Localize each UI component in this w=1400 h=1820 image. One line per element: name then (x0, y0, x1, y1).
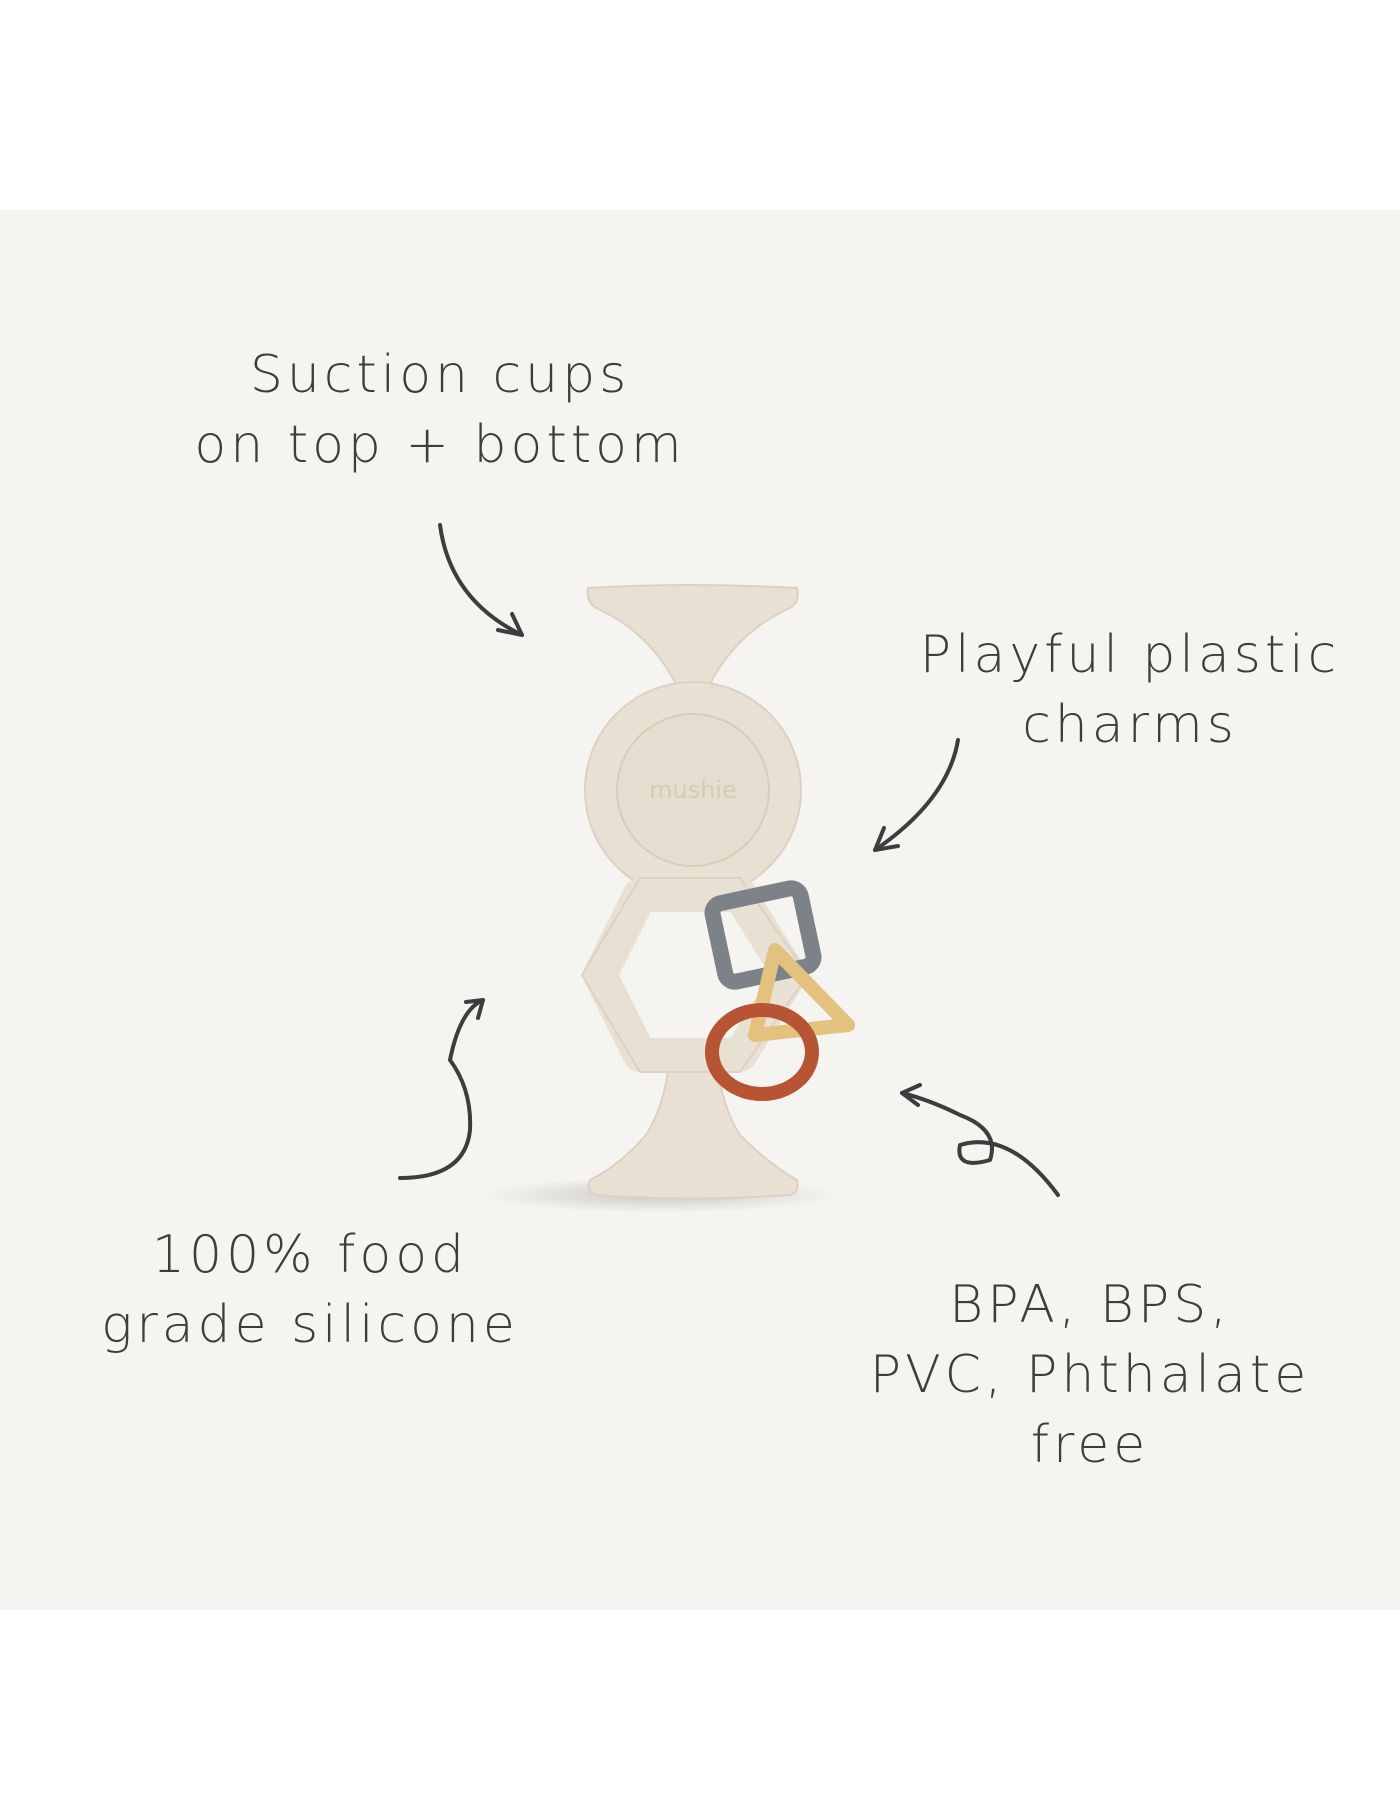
product-image-panel: mushie Suction cups on top + bottom Play… (0, 210, 1400, 1610)
callout-suction-cups: Suction cups on top + bottom (150, 340, 730, 480)
callout-charms-line2: charms (1022, 695, 1238, 755)
bottom-suction-cup (587, 1071, 799, 1200)
callout-charms-line1: Playful plastic (919, 625, 1341, 685)
callout-bpa-line3: free (1030, 1415, 1150, 1475)
callout-bpa-free: BPA, BPS, PVC, Phthalate free (830, 1270, 1350, 1480)
ring-charm (705, 1003, 819, 1101)
callout-silicone-line2: grade silicone (101, 1295, 519, 1355)
callout-bpa-line2: PVC, Phthalate (869, 1345, 1311, 1405)
callout-bpa-line1: BPA, BPS, (949, 1275, 1231, 1335)
brand-emboss: mushie (649, 776, 737, 804)
arrow-bpa (900, 1091, 1060, 1197)
arrow-charms (873, 738, 960, 852)
plastic-charms (704, 880, 855, 1101)
callout-arrows (398, 523, 1060, 1197)
product-illustration: mushie (398, 523, 1060, 1213)
top-suction-cup (586, 584, 799, 706)
arrow-silicone (398, 998, 485, 1180)
callout-food-grade-silicone: 100% food grade silicone (60, 1220, 560, 1360)
arrow-suction (438, 523, 524, 637)
callout-suction-line1: Suction cups (249, 345, 631, 405)
callout-suction-line2: on top + bottom (194, 415, 686, 475)
upper-ring-inner (616, 713, 770, 867)
callout-playful-charms: Playful plastic charms (880, 620, 1380, 760)
callout-silicone-line1: 100% food (151, 1225, 469, 1285)
